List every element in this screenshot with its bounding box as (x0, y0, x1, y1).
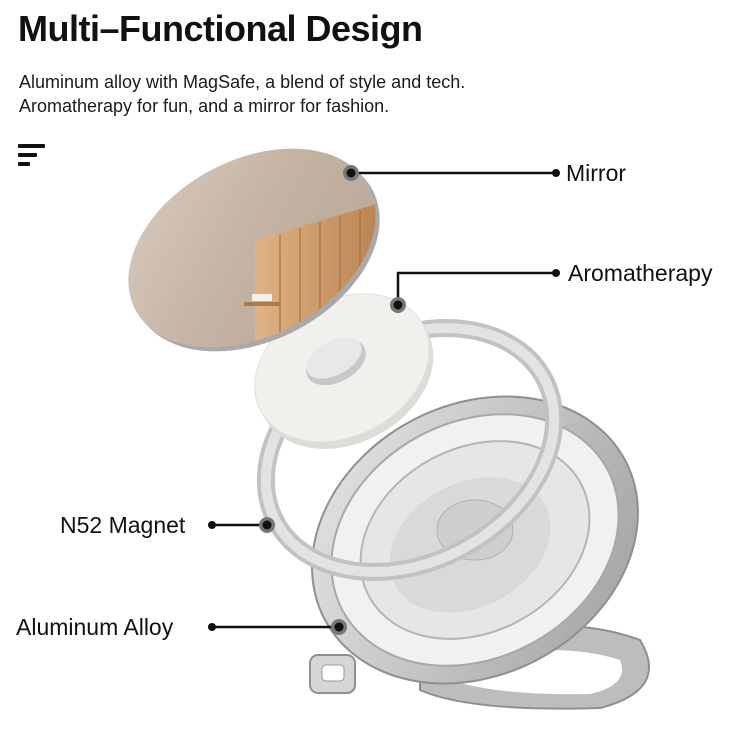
callout-aluminum-alloy: Aluminum Alloy (16, 614, 174, 640)
callout-mirror: Mirror (566, 160, 627, 186)
callout-lines (212, 171, 556, 629)
page-title: Multi–Functional Design (18, 8, 423, 49)
subtitle-line-2: Aromatherapy for fun, and a mirror for f… (19, 96, 390, 116)
subtitle: Aluminum alloy with MagSafe, a blend of … (19, 70, 465, 118)
callout-dots (208, 165, 560, 635)
menu-lines-icon[interactable] (18, 144, 48, 170)
callout-n52-magnet: N52 Magnet (60, 512, 186, 538)
subtitle-line-1: Aluminum alloy with MagSafe, a blend of … (19, 72, 466, 92)
aromatherapy-pad (254, 293, 434, 449)
callout-aromatherapy: Aromatherapy (568, 260, 713, 286)
